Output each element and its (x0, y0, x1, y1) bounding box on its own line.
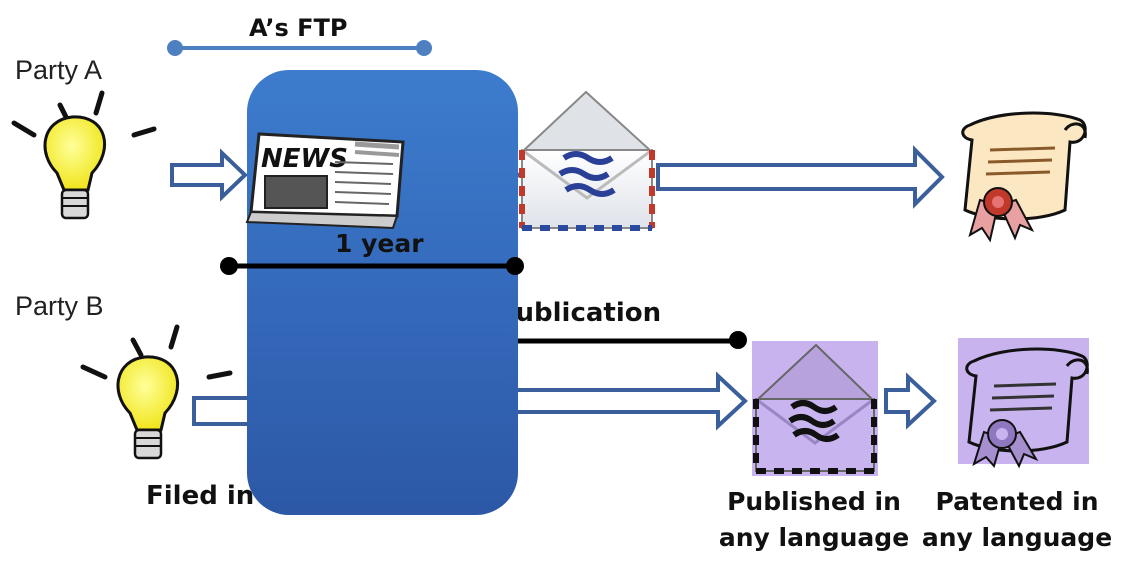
news-label: NEWS (261, 144, 348, 174)
one-year-label: 1 year (335, 229, 424, 258)
published-caption-line2: any language (718, 523, 910, 552)
envelope-icon (519, 90, 655, 231)
patented-certificate-icon (958, 338, 1089, 469)
party-b-label: Party B (15, 291, 104, 321)
ftp-bar (167, 40, 432, 56)
patented-caption-line1: Patented in (935, 487, 1099, 516)
ftp-label: A’s FTP (249, 14, 348, 42)
arrow-published-to-patented (884, 372, 937, 430)
published-caption-line1: Published in (727, 487, 901, 516)
lightbulb-icon (11, 90, 157, 220)
published-envelope-icon (752, 341, 878, 476)
arrow-a-to-news (170, 148, 248, 202)
one-year-timeline (220, 257, 524, 275)
certificate-icon (961, 111, 1087, 243)
arrow-envelope-to-certificate (656, 145, 945, 209)
lightbulb-icon (80, 324, 233, 460)
published-caption: Published in any language (716, 484, 912, 556)
newspaper-icon: NEWS (245, 132, 405, 230)
arrow-panel-to-published (498, 371, 748, 431)
party-a-label: Party A (15, 55, 103, 85)
patented-caption-line2: any language (921, 523, 1113, 552)
patented-caption: Patented in any language (917, 484, 1117, 556)
